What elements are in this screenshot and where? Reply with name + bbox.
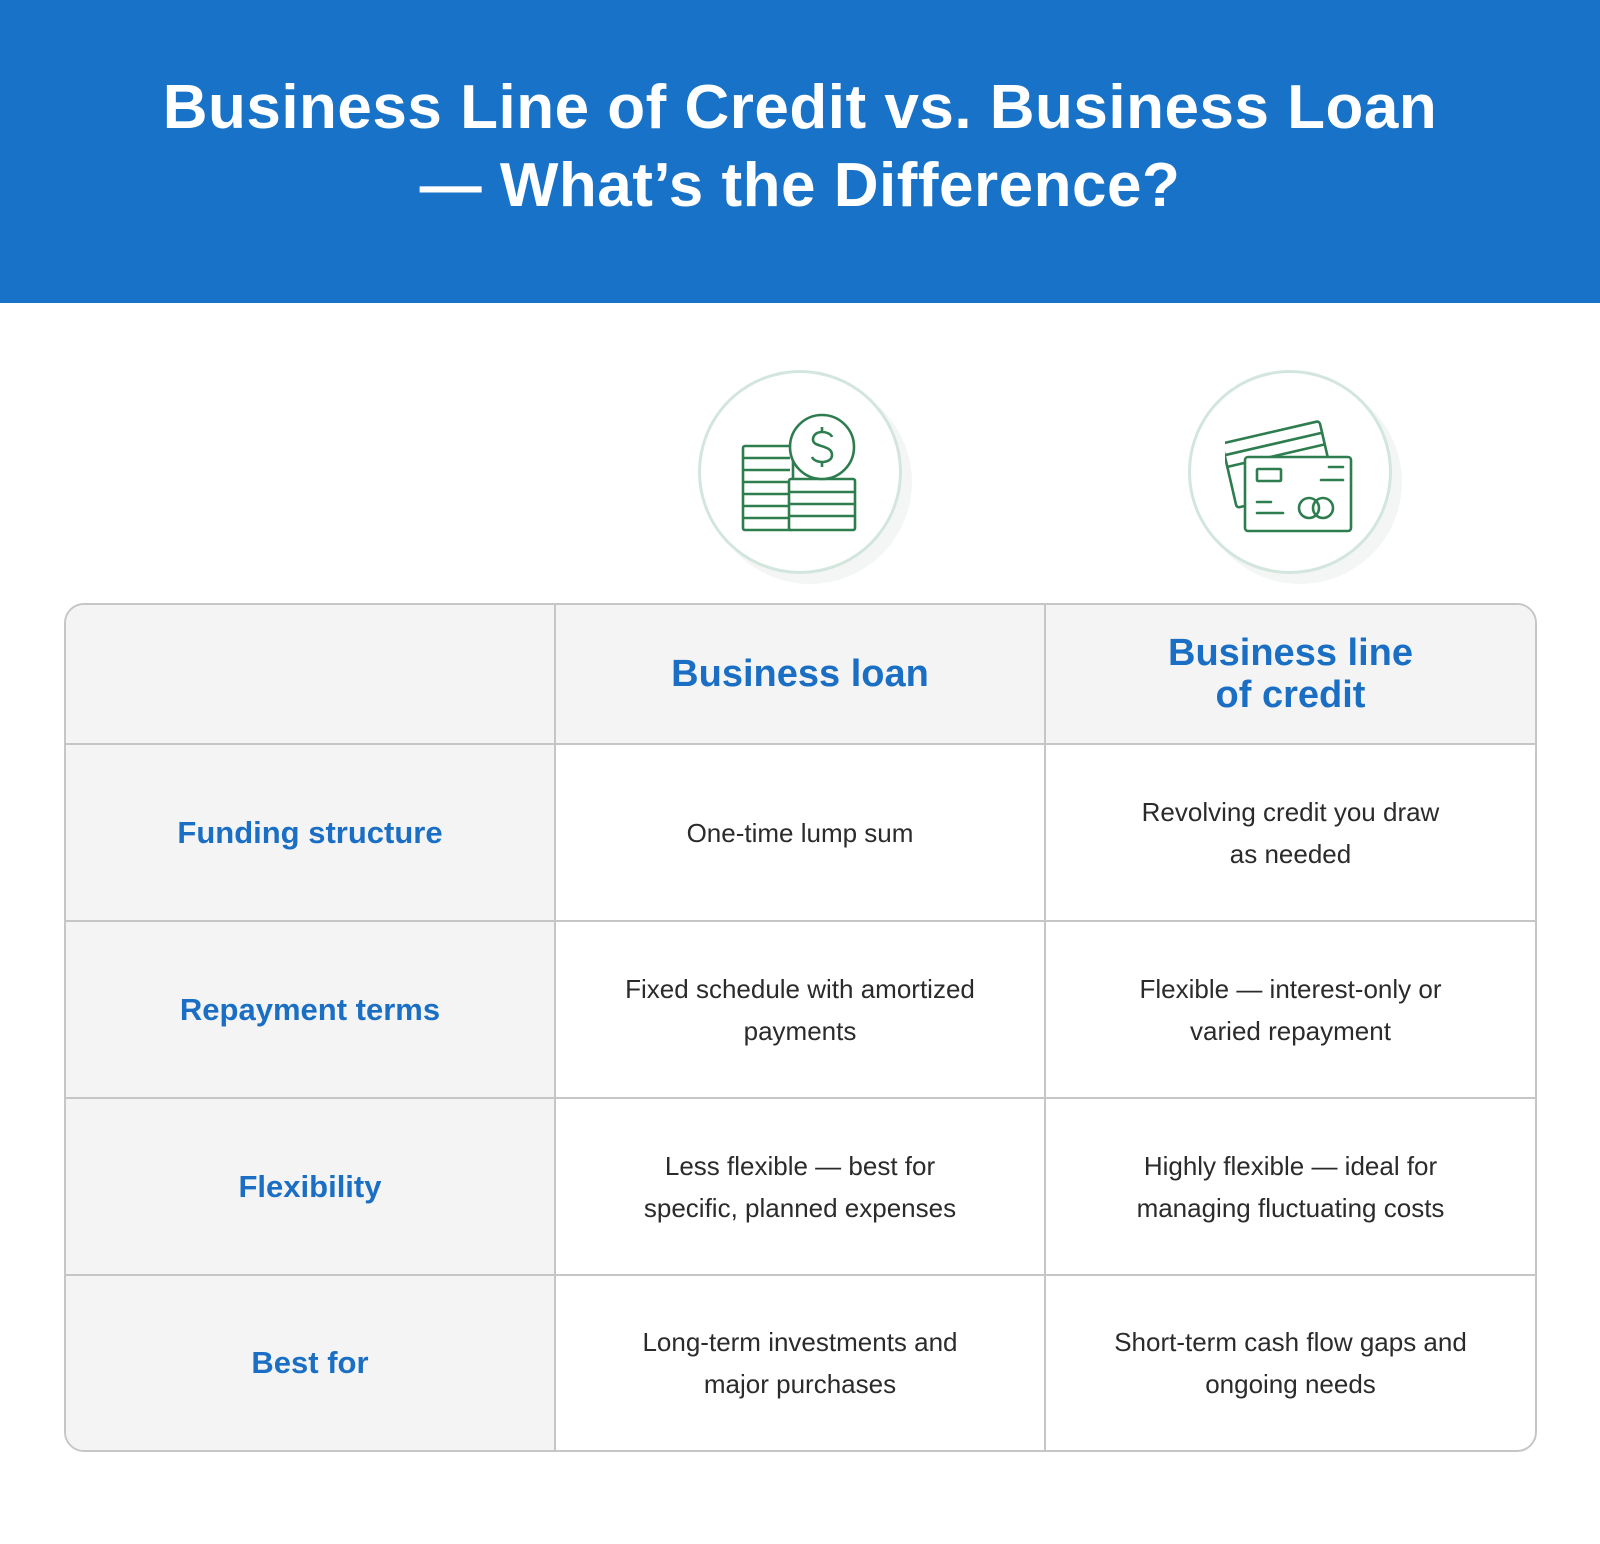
column-header-label: Business loan <box>671 653 929 695</box>
table-cell: Highly flexible — ideal for managing flu… <box>1046 1099 1535 1276</box>
row-header-funding-structure: Funding structure <box>66 745 556 922</box>
table-cell: Fixed schedule with amortized payments <box>556 922 1046 1099</box>
table-cell: Less flexible — best for specific, plann… <box>556 1099 1046 1276</box>
column-header-business-loan: Business loan <box>556 605 1046 745</box>
row-header-flexibility: Flexibility <box>66 1099 556 1276</box>
column-header-line-of-credit: Business line of credit <box>1046 605 1535 745</box>
table-cell: One-time lump sum <box>556 745 1046 922</box>
money-stack-coin-icon <box>698 370 902 574</box>
table-cell: Flexible — interest-only or varied repay… <box>1046 922 1535 1099</box>
header-banner: Business Line of Credit vs. Business Loa… <box>0 0 1600 303</box>
row-header-repayment-terms: Repayment terms <box>66 922 556 1099</box>
row-header-best-for: Best for <box>66 1276 556 1450</box>
table-cell: Short-term cash flow gaps and ongoing ne… <box>1114 1327 1467 1399</box>
table-cell: Revolving credit you draw as needed <box>1046 745 1535 922</box>
comparison-table: Business loan Business line of credit Fu… <box>64 603 1537 1452</box>
credit-cards-icon <box>1188 370 1392 574</box>
column-header-label: Business line of credit <box>1168 632 1413 716</box>
page-title: Business Line of Credit vs. Business Loa… <box>162 72 1438 220</box>
table-corner-cell <box>66 605 556 745</box>
table-cell: Long-term investments and major purchase… <box>556 1276 1046 1450</box>
